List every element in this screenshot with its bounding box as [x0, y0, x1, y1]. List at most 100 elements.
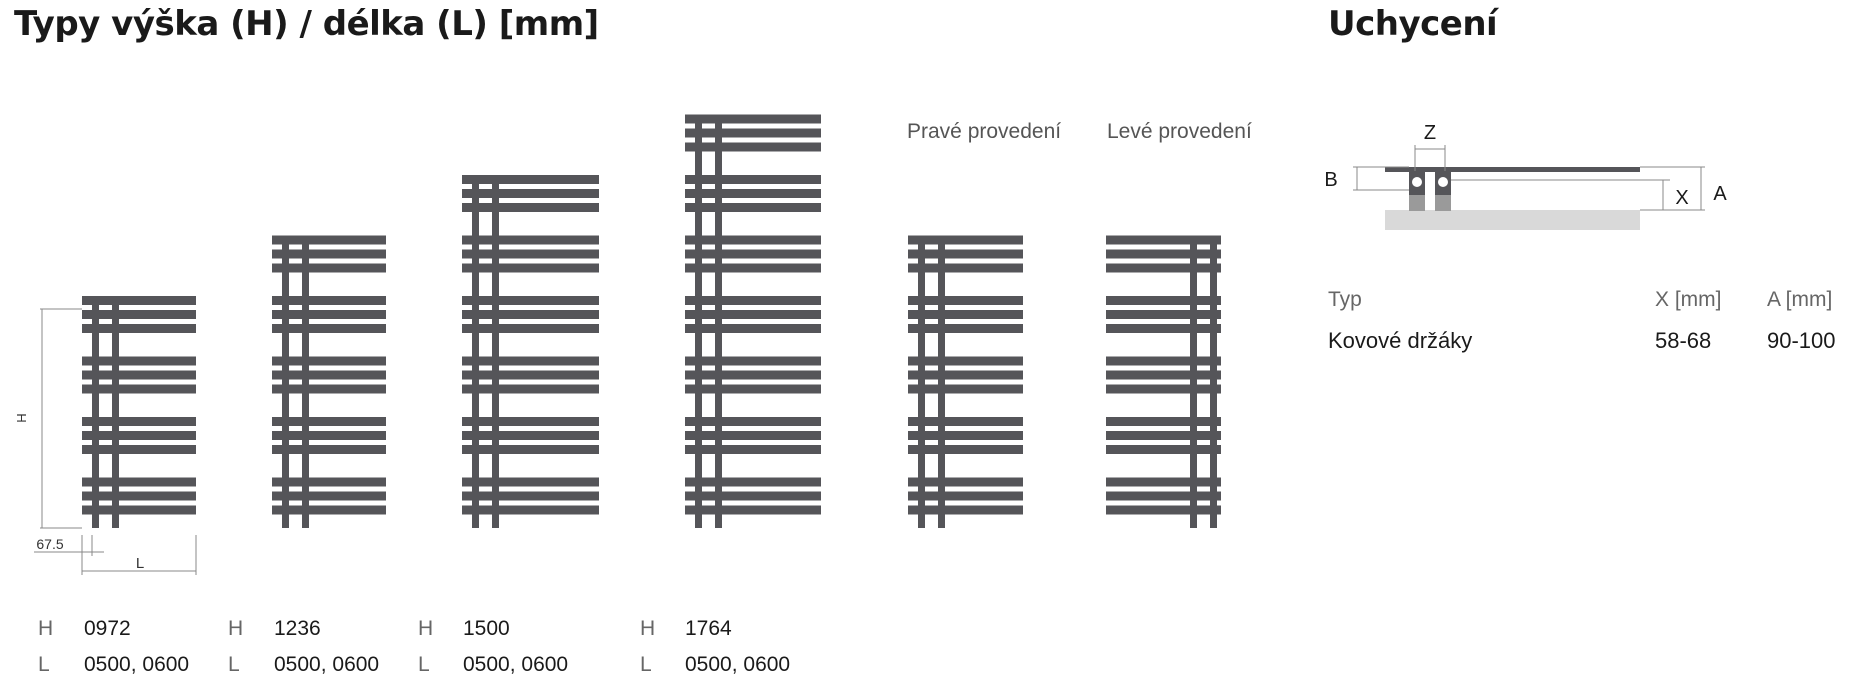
radiator-bar: [462, 384, 599, 394]
radiator-bar: [1106, 417, 1221, 426]
type-3-h-value: 1500: [463, 617, 510, 640]
radiator-bar: [908, 477, 1023, 487]
radiator-bar: [685, 310, 821, 319]
radiator-vertical-rail: [302, 235, 309, 528]
dimension-l-label: L: [136, 555, 144, 572]
radiator-bar: [908, 431, 1023, 440]
radiator-bar: [462, 324, 599, 333]
mount-b-label: B: [1324, 169, 1337, 191]
radiator-bar: [1106, 324, 1221, 333]
radiator-bar: [685, 477, 821, 487]
wall-shape: [1385, 210, 1640, 230]
type-1-h-label: H: [38, 617, 54, 640]
type-2-l-label: L: [228, 653, 240, 676]
radiator-bar: [685, 324, 821, 333]
radiator-bar: [82, 296, 196, 305]
radiator-bar: [462, 477, 599, 487]
radiator-bar: [685, 263, 821, 273]
radiator-bar: [908, 491, 1023, 501]
radiator-bar: [272, 356, 386, 366]
radiator-bar: [908, 324, 1023, 333]
radiator-bar: [685, 175, 821, 184]
radiator-bar: [272, 431, 386, 440]
radiator-variant-left: [1106, 235, 1221, 528]
radiator-bar: [462, 356, 599, 366]
type-3-h-label: H: [418, 617, 434, 640]
radiator-bar: [272, 310, 386, 319]
pipe-right: [1438, 177, 1448, 187]
type-4-l-label: L: [640, 653, 652, 676]
pipe-left: [1412, 177, 1422, 187]
mount-table-row-x: 58-68: [1655, 328, 1712, 353]
type-1-l-label: L: [38, 653, 50, 676]
radiator-bar: [908, 263, 1023, 273]
radiator-bar: [685, 203, 821, 212]
radiator-vertical-rail: [1210, 235, 1217, 528]
mounting-diagram: Z B X A: [1324, 122, 1727, 230]
radiator-variant-right: [908, 235, 1023, 528]
radiator-bar: [685, 235, 821, 245]
radiator-bar: [462, 505, 599, 515]
radiator-bar: [1106, 477, 1221, 487]
radiator-vertical-rail: [938, 235, 945, 528]
mount-table-header-type: Typ: [1328, 288, 1362, 311]
radiator-bar: [1106, 431, 1221, 440]
radiator-bar: [82, 417, 196, 426]
radiator-bar: [82, 370, 196, 380]
type-3-l-label: L: [418, 653, 430, 676]
radiator-bar: [462, 445, 599, 454]
radiator-bar: [1106, 296, 1221, 305]
type-4-h-label: H: [640, 617, 656, 640]
radiator-bar: [1106, 384, 1221, 394]
mount-x-label: X: [1675, 187, 1688, 209]
radiator-bar: [462, 431, 599, 440]
radiator-vertical-rail: [695, 114, 702, 528]
radiator-bar: [272, 477, 386, 487]
radiator-type-2: [272, 235, 386, 528]
radiator-bar: [272, 296, 386, 305]
radiator-bar: [685, 249, 821, 259]
radiator-bar: [685, 370, 821, 380]
radiator-bar: [908, 370, 1023, 380]
radiator-bar: [685, 114, 821, 124]
radiator-bar: [908, 235, 1023, 245]
mount-table-header-a: A [mm]: [1767, 288, 1833, 311]
radiator-vertical-rail: [1190, 235, 1197, 528]
radiator-bar: [1106, 356, 1221, 366]
radiator-bar: [272, 324, 386, 333]
radiator-bar: [82, 491, 196, 501]
radiator-bar: [462, 203, 599, 212]
radiator-bar: [462, 491, 599, 501]
type-1-l-value: 0500, 0600: [84, 653, 190, 676]
radiator-bar: [82, 477, 196, 487]
dimension-h-label: H: [14, 413, 29, 422]
types-title: Typy výška (H) / délka (L) [mm]: [14, 4, 599, 44]
radiator-bar: [908, 356, 1023, 366]
radiator-bar: [908, 417, 1023, 426]
radiator-bar: [272, 491, 386, 501]
radiator-type-1: [82, 296, 196, 528]
radiator-bar: [82, 324, 196, 333]
radiator-bar: [272, 445, 386, 454]
radiator-bar: [82, 505, 196, 515]
radiator-bar: [82, 445, 196, 454]
radiator-bar: [82, 356, 196, 366]
radiator-bar: [1106, 310, 1221, 319]
radiator-bar: [685, 431, 821, 440]
radiator-profile: [1385, 167, 1640, 172]
mount-a-label: A: [1713, 183, 1727, 205]
radiator-bar: [272, 370, 386, 380]
radiator-bar: [685, 384, 821, 394]
radiator-bar: [685, 189, 821, 198]
radiator-bar: [685, 128, 821, 138]
radiator-bar: [272, 263, 386, 273]
variant-left-label: Levé provedení: [1107, 120, 1252, 143]
radiator-type-3: [462, 175, 599, 528]
radiator-illustrations: H L 67.5: [14, 114, 1221, 575]
radiator-bar: [685, 417, 821, 426]
radiator-bar: [908, 310, 1023, 319]
radiator-bar: [1106, 370, 1221, 380]
radiator-bar: [462, 296, 599, 305]
radiator-bar: [908, 384, 1023, 394]
radiator-bar: [685, 445, 821, 454]
